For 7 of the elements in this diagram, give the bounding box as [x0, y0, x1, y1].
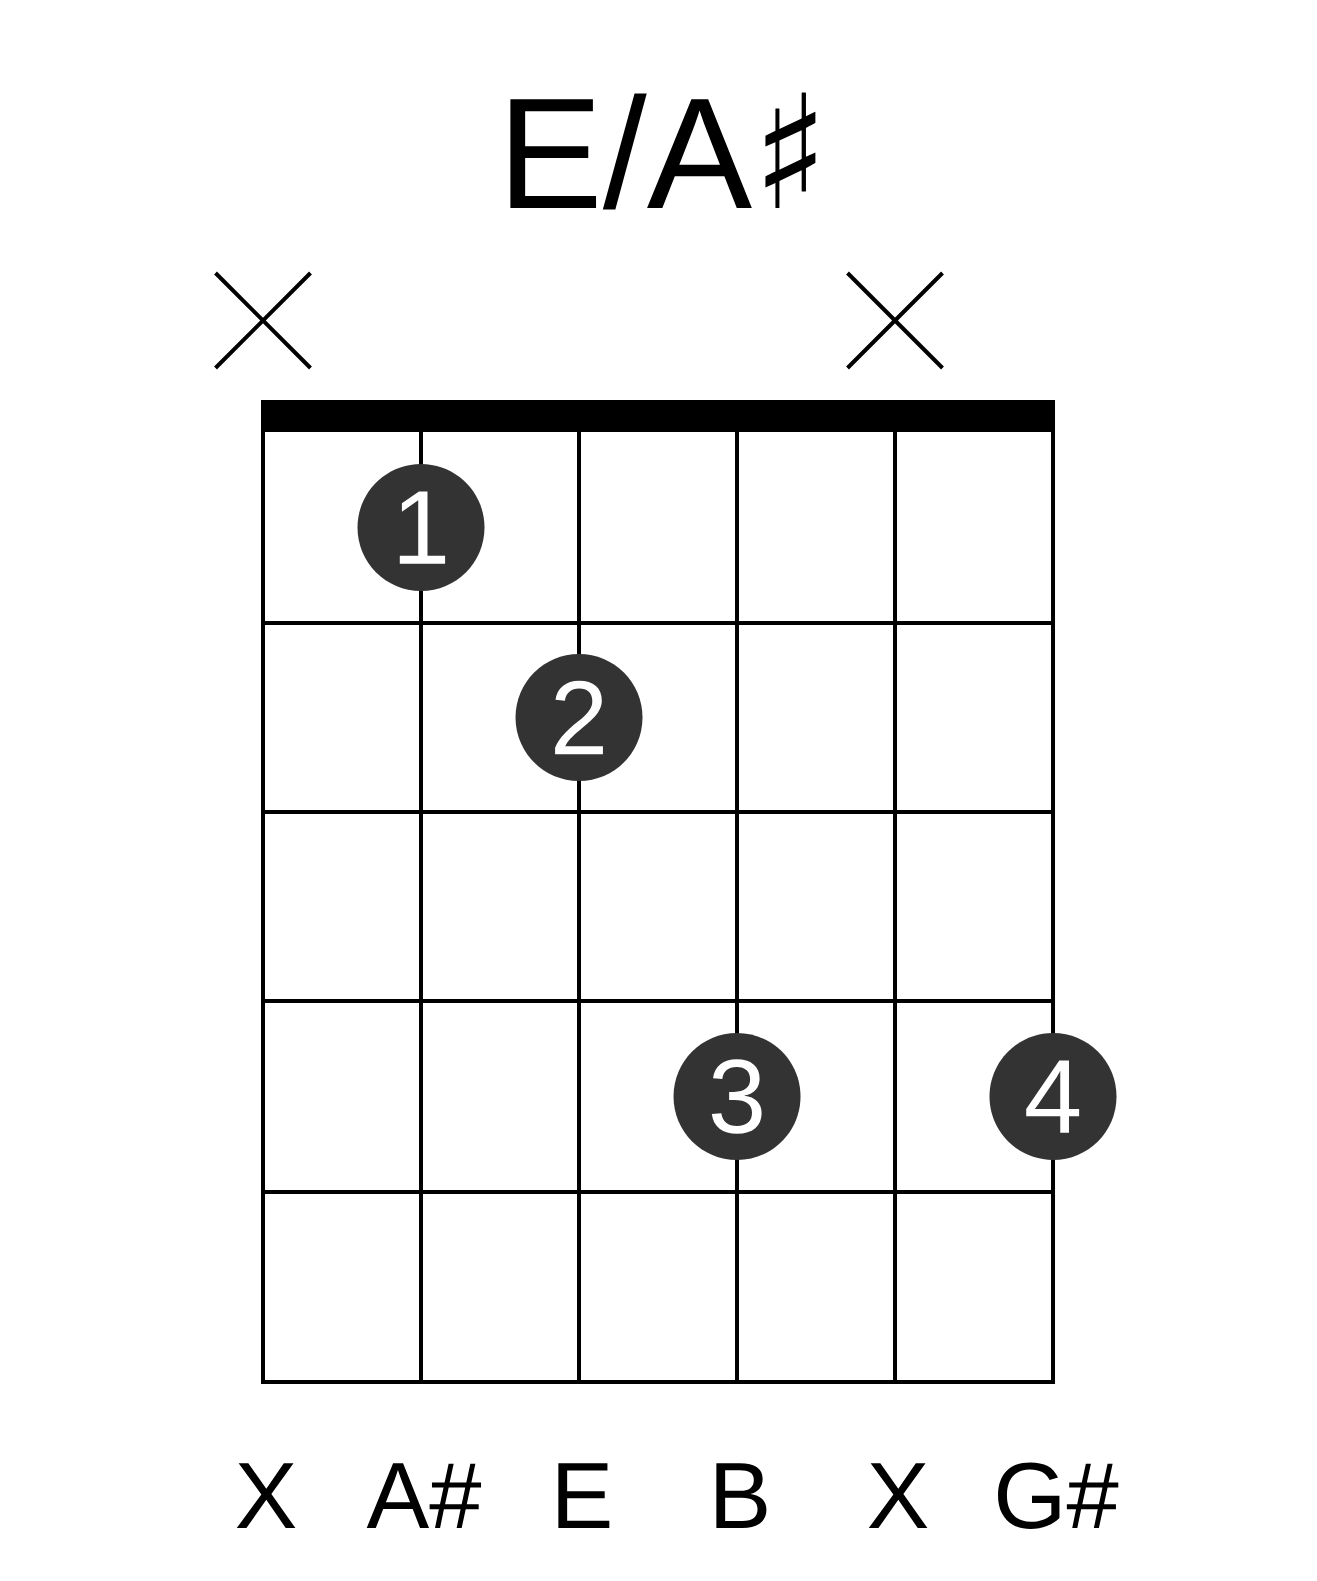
string-note-label: G# — [998, 1462, 1119, 1529]
string-note-label: E — [558, 1463, 610, 1528]
string-note-label: X — [868, 1463, 928, 1528]
string-note-label: A# — [366, 1463, 482, 1528]
string-note-label: B — [716, 1463, 767, 1528]
string-note-label: X — [236, 1463, 296, 1528]
chord-title: E/A♯ — [510, 92, 816, 210]
